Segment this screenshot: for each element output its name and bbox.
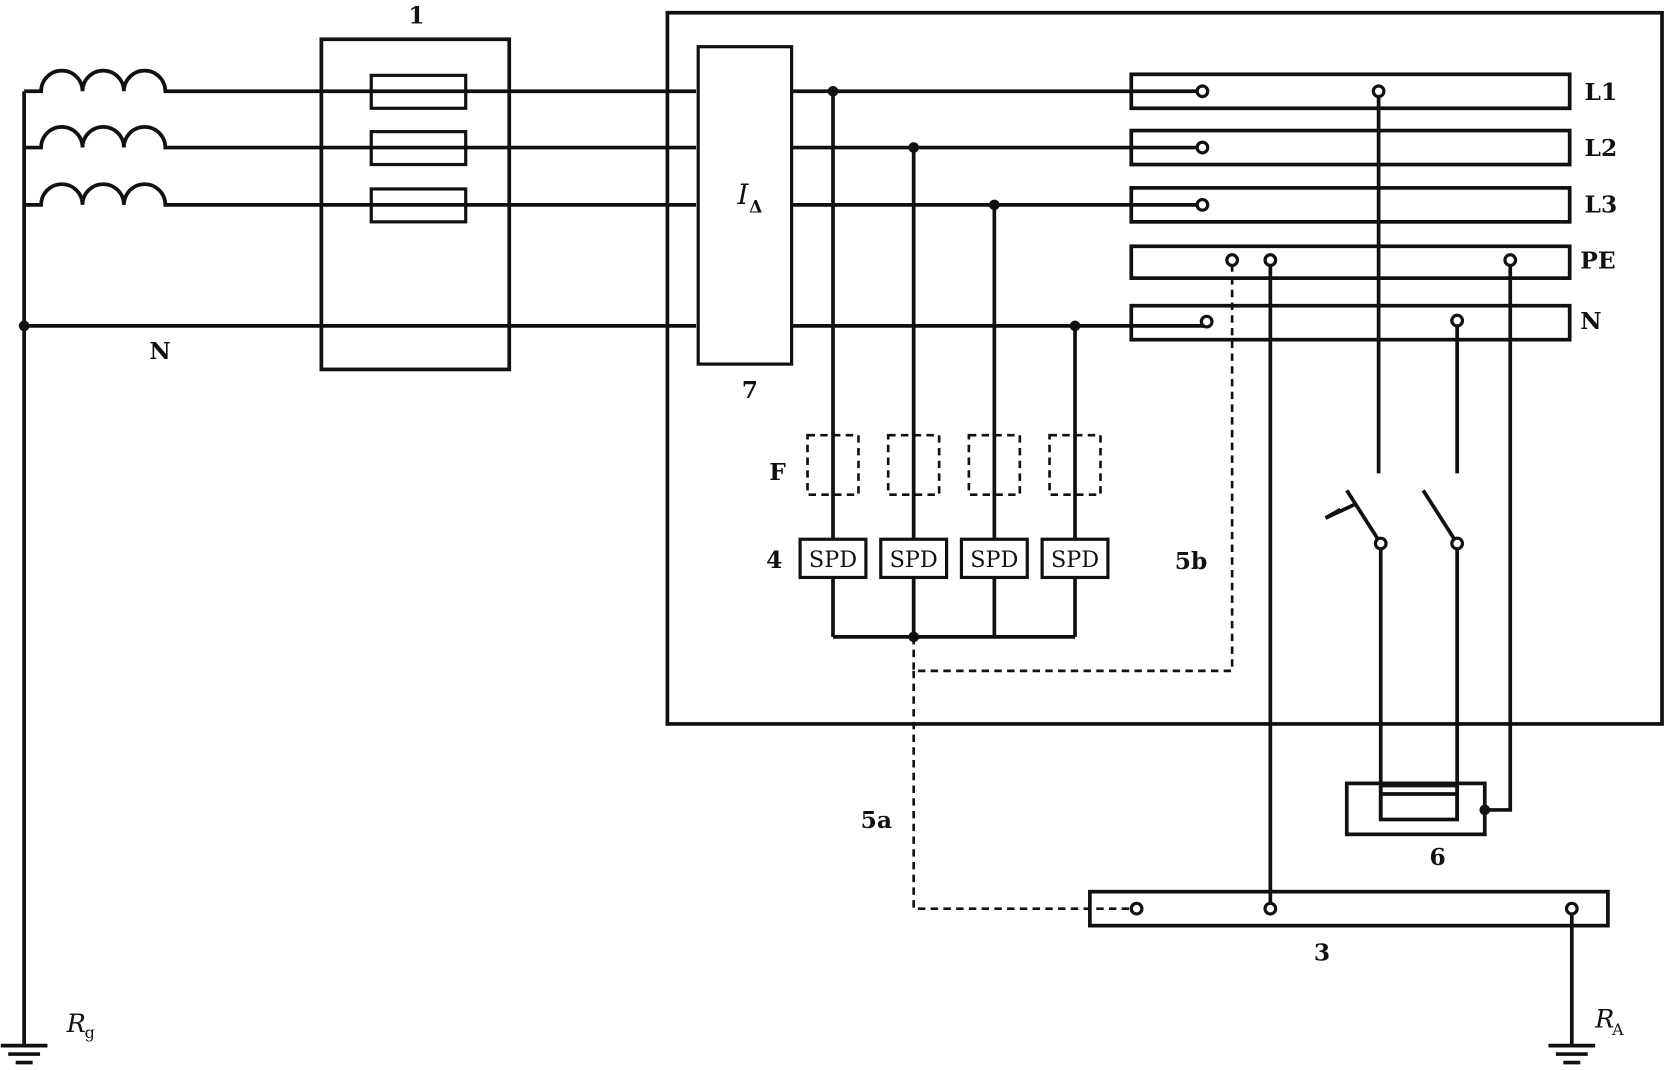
- rg-subscript: g: [85, 1023, 95, 1042]
- rcd-label: 7: [742, 376, 758, 404]
- equipment-label: 6: [1430, 843, 1446, 871]
- main-enclosure: [665, 10, 1664, 726]
- rcd-subscript: Δ: [749, 197, 762, 217]
- fuse-label: F: [769, 458, 786, 486]
- spd-group-label: 4: [766, 546, 782, 574]
- spd-1: SPD: [809, 547, 857, 573]
- box1-label: 1: [408, 1, 424, 29]
- distribution-box-1: 1: [319, 1, 512, 372]
- bus-n-label: N: [1580, 307, 1601, 335]
- bus-l2-label: L2: [1585, 134, 1618, 162]
- rg-label: R: [66, 1009, 86, 1039]
- terminals: [1129, 84, 1579, 916]
- equipment-circuit: 6: [1324, 91, 1513, 871]
- transformer-windings: N: [18, 68, 697, 365]
- earth-bar-label: 3: [1314, 939, 1330, 967]
- spd-2: SPD: [890, 547, 938, 573]
- bus-l3-label: L3: [1585, 190, 1618, 218]
- bus-l1-label: L1: [1585, 78, 1618, 106]
- spd-4: SPD: [1051, 547, 1099, 573]
- ra-label: R: [1594, 1005, 1614, 1035]
- conn-5a-label: 5a: [861, 806, 892, 834]
- source-earth: R g: [0, 91, 95, 1065]
- feed-lines: [791, 89, 1207, 328]
- conn-5b-label: 5b: [1175, 547, 1208, 575]
- rcd-7: I Δ 7: [696, 45, 794, 404]
- earth-bar-3: 3 R A: [1088, 889, 1624, 1065]
- spd-branches: F SPD SPD SPD SPD 4: [766, 85, 1110, 643]
- busbars: L1 L2 L3 PE N: [1129, 72, 1618, 342]
- spd-earth-connections: 5b 5a: [861, 260, 1234, 910]
- bus-pe-label: PE: [1580, 247, 1615, 275]
- rcd-symbol: I: [736, 178, 749, 211]
- ra-subscript: A: [1611, 1020, 1624, 1039]
- spd-3: SPD: [970, 547, 1018, 573]
- neutral-label: N: [149, 337, 170, 365]
